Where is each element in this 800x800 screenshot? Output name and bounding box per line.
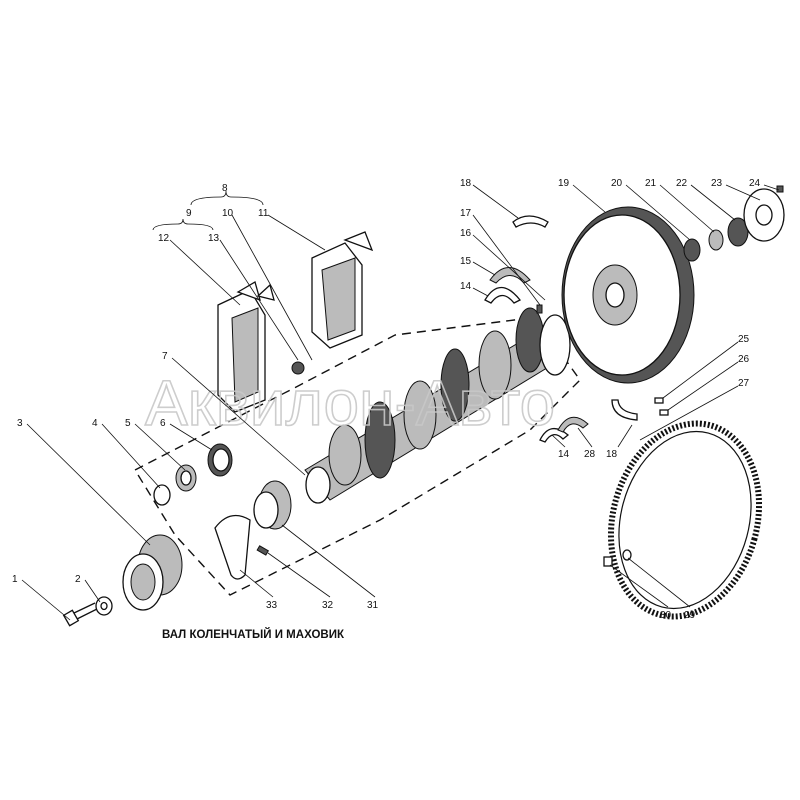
part-bearing-22 <box>727 217 749 247</box>
part-ring-4 <box>153 484 171 506</box>
part-ring-21 <box>708 229 724 251</box>
callout-21: 21 <box>645 178 657 189</box>
callout-14: 14 <box>460 281 472 292</box>
callout-12: 12 <box>158 233 170 244</box>
callout-2: 2 <box>75 574 81 585</box>
part-bearing-pack-11 <box>311 231 374 349</box>
callout-17: 17 <box>460 208 472 219</box>
part-pin-26 <box>659 409 669 416</box>
callout-4: 4 <box>92 418 98 429</box>
callout-18: 18 <box>460 178 472 189</box>
part-thrust-washer-18 <box>512 215 549 228</box>
callout-33: 33 <box>266 600 278 611</box>
callout-23: 23 <box>711 178 723 189</box>
part-key-32 <box>256 545 270 556</box>
part-bolt-30 <box>603 556 613 567</box>
callout-24: 24 <box>749 178 761 189</box>
callout-8: 8 <box>222 183 228 194</box>
callout-15: 15 <box>460 256 472 267</box>
assembly-boundary <box>134 317 581 596</box>
callout-5: 5 <box>125 418 131 429</box>
callout-22: 22 <box>676 178 688 189</box>
part-flywheel-19 <box>561 206 695 384</box>
callout-14b: 14 <box>558 449 570 460</box>
callout-19: 19 <box>558 178 570 189</box>
callout-28: 28 <box>584 449 596 460</box>
callout-7: 7 <box>162 351 168 362</box>
part-shell-28 <box>557 416 589 433</box>
callouts: 1 2 3 4 5 6 7 8 9 10 11 12 13 14 15 16 1… <box>12 178 780 621</box>
callout-30: 30 <box>660 610 672 621</box>
part-deflector-33 <box>214 514 251 580</box>
part-pulley-3 <box>122 534 183 611</box>
part-thrust-washer-18b <box>611 399 638 421</box>
part-bolt-1 <box>62 602 98 627</box>
part-bearing-20 <box>683 238 701 262</box>
callout-3: 3 <box>17 418 23 429</box>
part-shell-14 <box>484 286 522 304</box>
part-crankshaft-7 <box>304 307 571 504</box>
callout-20: 20 <box>611 178 623 189</box>
callout-25: 25 <box>738 334 750 345</box>
part-ring-gear-27 <box>607 420 763 620</box>
part-pin-25 <box>654 397 664 404</box>
callout-9: 9 <box>186 208 192 219</box>
callout-13: 13 <box>208 233 220 244</box>
part-washer-29 <box>622 549 632 561</box>
callout-27: 27 <box>738 378 750 389</box>
part-pin-17 <box>536 304 543 314</box>
part-shell-14b <box>539 428 570 443</box>
callout-16: 16 <box>460 228 472 239</box>
callout-6: 6 <box>160 418 166 429</box>
part-bolt-24 <box>776 185 784 193</box>
callout-11: 11 <box>258 208 269 219</box>
callout-18b: 18 <box>606 449 618 460</box>
part-bearing-pack-12 <box>217 281 275 413</box>
callout-31: 31 <box>367 600 379 611</box>
callout-26: 26 <box>738 354 750 365</box>
callout-29: 29 <box>684 610 696 621</box>
watermark: Аквилон-Авто <box>145 367 555 439</box>
callout-32: 32 <box>322 600 334 611</box>
callout-1: 1 <box>12 574 18 585</box>
diagram-title: ВАЛ КОЛЕНЧАТЫЙ И МАХОВИК <box>162 628 345 641</box>
callout-10: 10 <box>222 208 234 219</box>
part-nut-13 <box>291 361 305 375</box>
